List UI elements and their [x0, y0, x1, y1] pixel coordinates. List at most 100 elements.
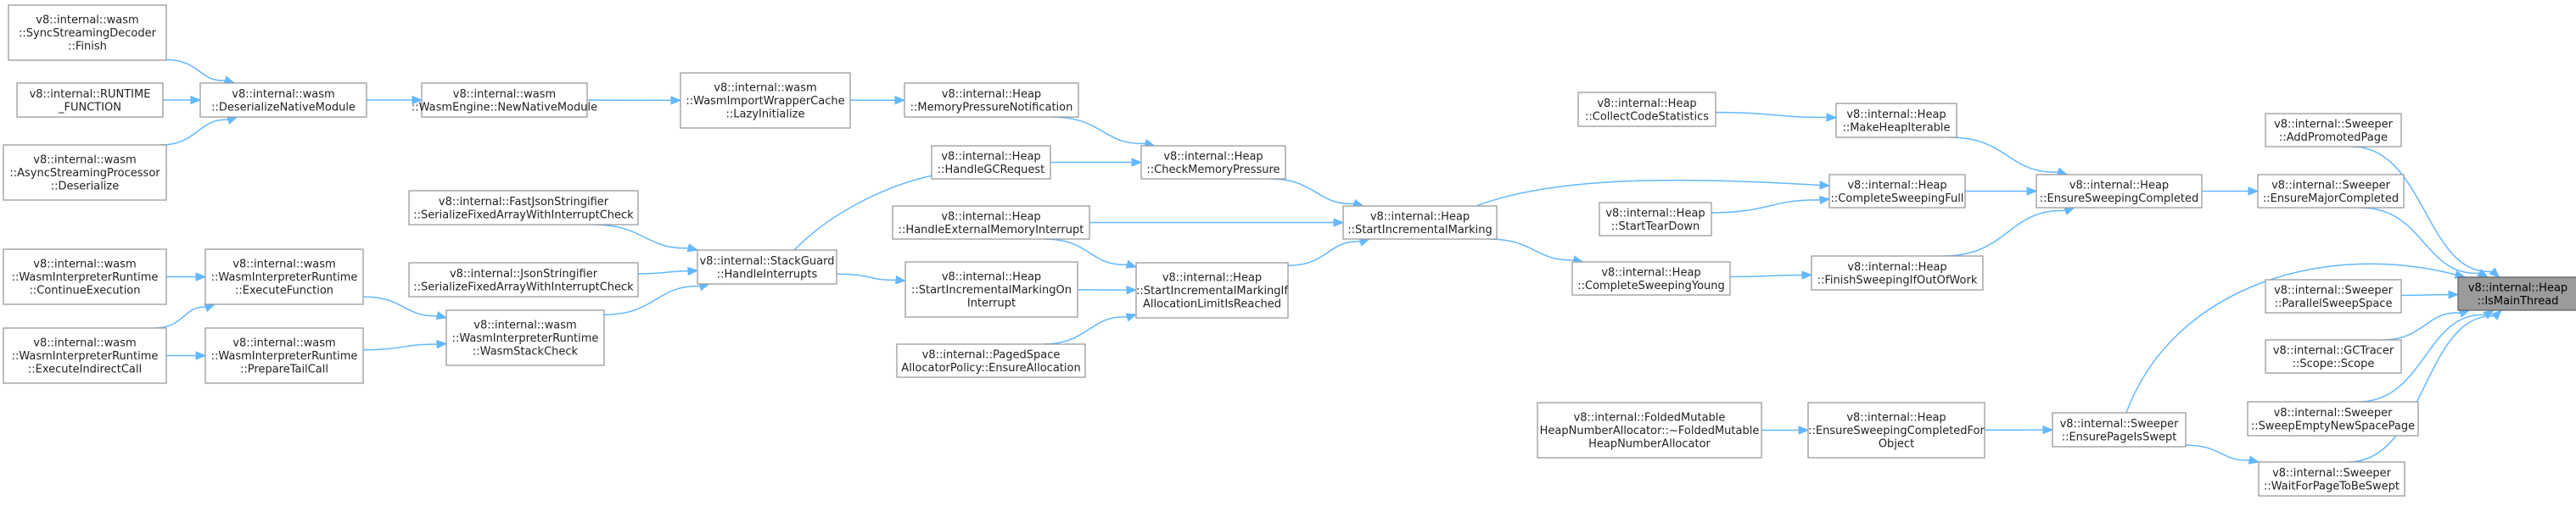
node-label: ::AsyncStreamingProcessor: [9, 167, 160, 180]
graph-node[interactable]: v8::internal::wasm::AsyncStreamingProces…: [3, 144, 167, 201]
graph-node[interactable]: v8::internal::Sweeper::ParallelSweepSpac…: [2265, 279, 2402, 314]
graph-node[interactable]: v8::internal::Heap::FinishSweepingIfOutO…: [1811, 255, 1984, 291]
node-label: v8::internal::Sweeper: [2272, 467, 2391, 480]
call-edge: [1287, 237, 1371, 267]
node-label: ::StartIncrementalMarkingIf: [1136, 285, 1288, 298]
node-label: v8::internal::wasm: [453, 88, 556, 101]
graph-node[interactable]: v8::internal::RUNTIME_FUNCTION: [16, 82, 164, 118]
node-label: v8::internal::Sweeper: [2060, 418, 2179, 431]
graph-node[interactable]: v8::internal::Heap::StartIncrementalMark…: [1135, 262, 1289, 319]
node-label: ::SyncStreamingDecoder: [19, 27, 157, 40]
node-label: v8::internal::wasm: [33, 259, 136, 271]
call-edge: [362, 296, 448, 320]
arrowhead-icon: [2477, 268, 2489, 278]
node-label: ::CheckMemoryPressure: [1146, 164, 1280, 176]
node-box: [904, 82, 1079, 118]
node-label: ::WasmImportWrapperCache: [686, 95, 844, 108]
graph-node[interactable]: v8::internal::Heap::CollectCodeStatistic…: [1577, 92, 1716, 127]
graph-node[interactable]: v8::internal::wasm::WasmEngine::NewNativ…: [412, 82, 597, 118]
call-edge: [2400, 290, 2460, 299]
graph-node[interactable]: v8::internal::Sweeper::EnsureMajorComple…: [2257, 174, 2405, 209]
graph-node[interactable]: v8::internal::Heap::HandleExternalMemory…: [892, 205, 1090, 240]
node-label: ::HandleInterrupts: [717, 268, 818, 281]
graph-node[interactable]: v8::internal::Heap::CompleteSweepingFull: [1828, 174, 1966, 209]
graph-node[interactable]: v8::internal::Heap::CompleteSweepingYoun…: [1571, 261, 1731, 296]
graph-node[interactable]: v8::internal::PagedSpaceAllocatorPolicy:…: [896, 343, 1086, 378]
node-label: ::SerializeFixedArrayWithInterruptCheck: [413, 209, 634, 221]
graph-node[interactable]: v8::internal::JsonStringifier::Serialize…: [408, 262, 639, 298]
node-box: [2036, 174, 2203, 209]
graph-node[interactable]: v8::internal::wasm::WasmInterpreterRunti…: [445, 309, 605, 366]
node-label: ::IsMainThread: [2478, 295, 2559, 308]
graph-node[interactable]: v8::internal::Heap::HandleGCRequest: [931, 145, 1051, 180]
node-label: v8::internal::wasm: [473, 320, 576, 332]
graph-node[interactable]: v8::internal::wasm::WasmImportWrapperCac…: [680, 72, 851, 129]
node-label: ::Scope::Scope: [2293, 358, 2375, 370]
node-box: [1835, 103, 1957, 138]
node-box: [3, 248, 167, 305]
graph-node[interactable]: v8::internal::wasm::WasmInterpreterRunti…: [3, 327, 167, 384]
call-edge-line: [2358, 314, 2487, 403]
graph-node[interactable]: v8::internal::Sweeper::SweepEmptyNewSpac…: [2247, 401, 2419, 437]
graph-node[interactable]: v8::internal::wasm::SyncStreamingDecoder…: [8, 4, 167, 61]
node-box: [1599, 202, 1712, 237]
graph-node[interactable]: v8::internal::Sweeper::EnsurePageIsSwept: [2052, 412, 2187, 448]
node-box: [2457, 276, 2576, 311]
arrowhead-icon: [226, 116, 238, 125]
call-edge: [2360, 207, 2489, 278]
call-edge: [2125, 263, 2467, 414]
node-label: v8::internal::Heap: [1847, 261, 1946, 274]
call-edge-line: [1488, 238, 1575, 261]
graph-node[interactable]: v8::internal::FastJsonStringifier::Seria…: [408, 190, 639, 225]
graph-node[interactable]: v8::internal::GCTracer::Scope::Scope: [2265, 339, 2402, 374]
call-edge: [1050, 158, 1143, 167]
node-box: [408, 190, 639, 225]
node-box: [445, 309, 605, 366]
arrowhead-icon: [2042, 425, 2054, 435]
node-label: ::ContinueExecution: [29, 285, 140, 298]
node-label: v8::internal::JsonStringifier: [450, 268, 598, 281]
node-label: v8::internal::Heap: [941, 150, 1040, 163]
call-edge: [1077, 285, 1138, 295]
node-label: ::EnsureSweepingCompletedFor: [1808, 425, 1985, 437]
call-edge-line: [2349, 315, 2495, 463]
node-label: v8::internal::Heap: [1847, 179, 1946, 192]
node-label: v8::internal::PagedSpace: [922, 348, 1061, 361]
graph-node[interactable]: v8::internal::Sweeper::AddPromotedPage: [2265, 113, 2402, 147]
graph-node[interactable]: v8::internal::wasm::WasmInterpreterRunti…: [204, 248, 364, 305]
call-nodes: v8::internal::Heap::IsMainThreadv8::inte…: [3, 4, 2576, 497]
call-edge-line: [160, 119, 229, 146]
node-label: v8::internal::Heap: [1597, 97, 1696, 110]
node-label: ::HandleExternalMemoryInterrupt: [899, 224, 1084, 237]
arrowhead-icon: [687, 266, 699, 276]
call-edge-line: [1043, 316, 1128, 345]
graph-node[interactable]: v8::internal::StackGuard::HandleInterrup…: [697, 249, 837, 285]
node-label: ::Finish: [68, 41, 107, 53]
graph-node[interactable]: v8::internal::Sweeper::WaitForPageToBeSw…: [2258, 461, 2405, 497]
call-edge-line: [793, 173, 943, 251]
graph-node[interactable]: v8::internal::Heap::EnsureSweepingComple…: [2036, 174, 2203, 209]
call-edge-line: [154, 306, 207, 329]
graph-node[interactable]: v8::internal::Heap::MakeHeapIterable: [1835, 103, 1957, 138]
node-label: v8::internal::FoldedMutable: [1574, 412, 1726, 425]
graph-node[interactable]: v8::internal::Heap::StartIncrementalMark…: [1342, 205, 1498, 240]
graph-node[interactable]: v8::internal::wasm::WasmInterpreterRunti…: [3, 248, 167, 305]
graph-node[interactable]: v8::internal::Heap::MemoryPressureNotifi…: [904, 82, 1079, 118]
call-edge: [2202, 186, 2260, 196]
node-box: [1537, 402, 1762, 459]
call-edge: [1761, 426, 1810, 435]
graph-node[interactable]: v8::internal::Heap::StartIncrementalMark…: [904, 261, 1078, 318]
call-edge-line: [1949, 136, 2059, 173]
node-box: [1135, 262, 1289, 319]
graph-node[interactable]: v8::internal::FoldedMutableHeapNumberAll…: [1537, 402, 1762, 459]
graph-node[interactable]: v8::internal::wasm::WasmInterpreterRunti…: [204, 327, 364, 384]
arrowhead-icon: [2489, 267, 2500, 278]
call-edge-line: [2185, 444, 2251, 461]
call-edge-line: [1476, 179, 1830, 207]
focus-node[interactable]: v8::internal::Heap::IsMainThread: [2457, 276, 2576, 311]
graph-node[interactable]: v8::internal::Heap::StartTearDown: [1599, 202, 1712, 237]
graph-node[interactable]: v8::internal::Heap::EnsureSweepingComple…: [1807, 402, 1985, 459]
graph-node[interactable]: v8::internal::wasm::DeserializeNativeMod…: [199, 82, 367, 118]
graph-node[interactable]: v8::internal::Heap::CheckMemoryPressure: [1140, 145, 1286, 180]
node-label: v8::internal::Sweeper: [2274, 407, 2393, 420]
